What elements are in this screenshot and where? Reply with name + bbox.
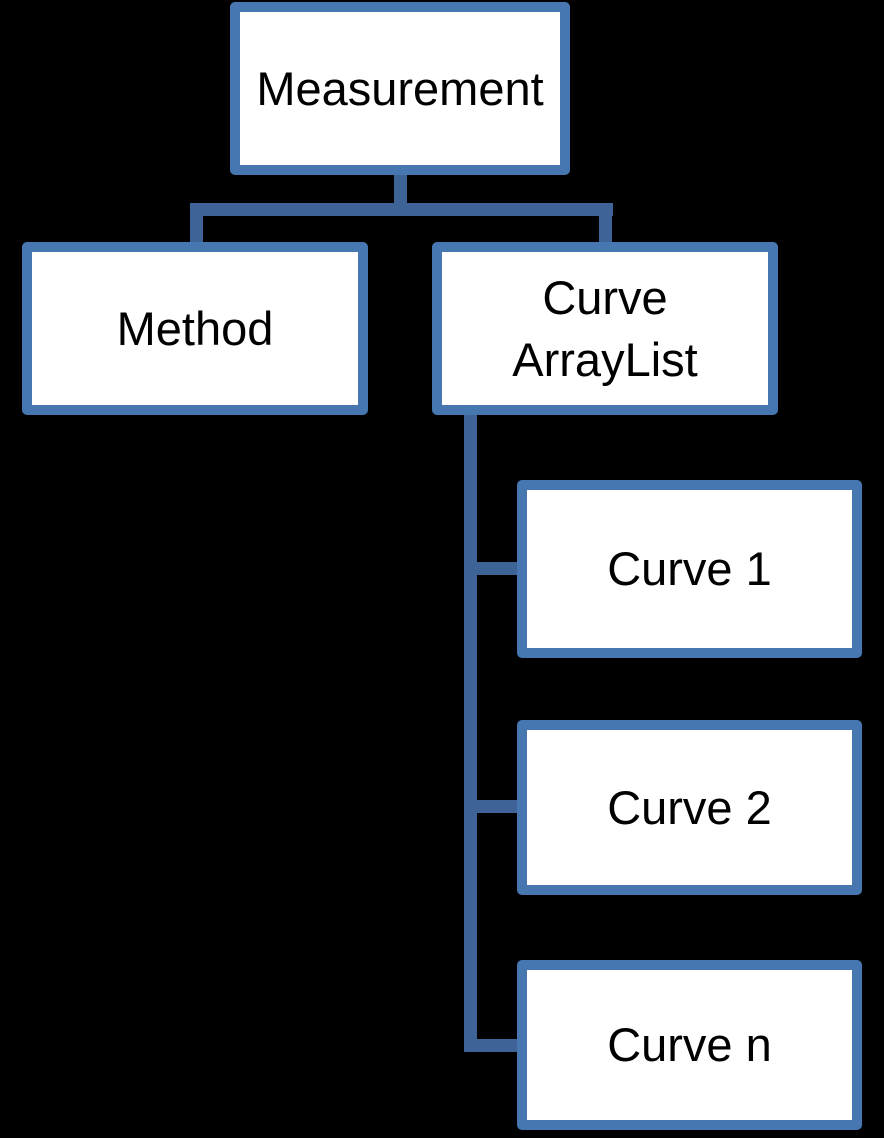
connector-spur-curve-1 xyxy=(464,562,519,575)
node-curve-1: Curve 1 xyxy=(517,480,862,658)
node-curve-2-label: Curve 2 xyxy=(607,780,772,834)
connector-arraylist-trunk xyxy=(464,412,477,1052)
node-curve-1-label: Curve 1 xyxy=(607,542,772,596)
node-method: Method xyxy=(22,242,368,415)
node-curve-arraylist-label-line2: ArrayList xyxy=(512,332,698,386)
node-method-label: Method xyxy=(116,301,274,355)
node-curve-arraylist-label-line1: Curve xyxy=(542,271,668,325)
connector-spur-curve-2 xyxy=(464,800,519,813)
node-curve-n-label: Curve n xyxy=(607,1018,772,1072)
node-measurement-label: Measurement xyxy=(256,61,544,115)
node-curve-n: Curve n xyxy=(517,960,862,1130)
node-curve-2: Curve 2 xyxy=(517,720,862,895)
connector-drop-to-curve-arraylist xyxy=(599,212,612,244)
node-curve-arraylist: Curve ArrayList xyxy=(432,242,778,415)
connector-measurement-stub xyxy=(394,175,407,205)
connector-spur-curve-n xyxy=(464,1039,519,1052)
connector-drop-to-method xyxy=(190,212,203,244)
connector-children-horizontal xyxy=(190,203,613,216)
node-measurement: Measurement xyxy=(230,2,570,175)
